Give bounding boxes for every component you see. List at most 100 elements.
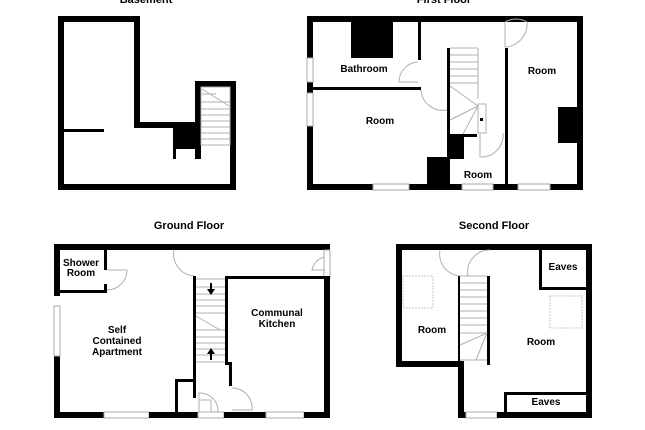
room-label-apartment: Self xyxy=(108,325,127,336)
wall xyxy=(224,412,266,418)
room-label-room: Room xyxy=(366,116,394,127)
room-label-apartment: Contained xyxy=(93,336,142,347)
ground-floor-stairs xyxy=(195,278,225,363)
room-label-room: Room xyxy=(527,337,555,348)
room-label-eaves: Eaves xyxy=(549,262,578,273)
wall-block xyxy=(447,136,464,159)
window xyxy=(306,92,314,127)
wall xyxy=(58,16,140,22)
wall xyxy=(149,412,198,418)
skylight xyxy=(402,275,434,309)
wall xyxy=(505,48,508,186)
first-floor-stairs xyxy=(449,47,487,135)
door-swing xyxy=(198,392,219,413)
wall xyxy=(396,361,464,367)
wall xyxy=(504,392,507,412)
wall xyxy=(497,412,592,418)
wall xyxy=(54,356,60,418)
ground-floor-title: Ground Floor xyxy=(154,220,225,232)
room-label-kitchen: Kitchen xyxy=(259,319,296,330)
wall xyxy=(447,134,477,137)
window xyxy=(465,411,498,419)
basement-stairs xyxy=(200,86,231,146)
wall xyxy=(60,290,107,293)
second-floor-stairs xyxy=(459,275,488,361)
door-swing xyxy=(231,387,253,411)
wall xyxy=(304,412,330,418)
chimney-block xyxy=(173,126,199,149)
room-label-room: Room xyxy=(464,170,492,181)
wall xyxy=(58,16,64,190)
chimney-block xyxy=(351,22,393,58)
wall xyxy=(307,126,313,190)
wall xyxy=(577,16,583,190)
room-label-eaves: Eaves xyxy=(532,397,561,408)
arrow-up-icon xyxy=(207,348,215,360)
door-swing xyxy=(420,89,448,111)
wall xyxy=(225,276,228,364)
wall xyxy=(175,379,196,382)
wall xyxy=(58,184,236,190)
wall xyxy=(225,362,232,365)
wall xyxy=(229,362,232,386)
wall xyxy=(225,276,330,279)
wall xyxy=(104,250,107,270)
wall xyxy=(175,379,178,415)
wall xyxy=(539,250,542,290)
wall xyxy=(396,244,592,250)
wall xyxy=(458,412,466,418)
door-swing xyxy=(106,269,128,291)
window xyxy=(53,305,61,357)
door-swing xyxy=(467,249,491,277)
skylight xyxy=(549,295,583,329)
window xyxy=(461,183,494,191)
wall xyxy=(104,284,107,293)
wall xyxy=(487,276,490,365)
room-label-bathroom: Bathroom xyxy=(340,64,387,75)
wall xyxy=(54,412,104,418)
room-label-room: Room xyxy=(418,325,446,336)
room-label-shower: Shower xyxy=(63,258,99,269)
wall xyxy=(173,146,176,159)
window xyxy=(103,411,150,419)
wall xyxy=(313,87,421,90)
wall xyxy=(458,361,464,418)
wall xyxy=(64,129,104,132)
door-swing xyxy=(479,132,504,158)
wall xyxy=(195,81,236,87)
window xyxy=(372,183,410,191)
room-label-apartment: Apartment xyxy=(92,347,143,358)
basement-title: Basement xyxy=(120,0,173,6)
first-floor-title: First Floor xyxy=(417,0,472,6)
chimney-block xyxy=(558,107,577,143)
wall xyxy=(447,48,450,136)
wall xyxy=(307,16,313,58)
second-floor-plan: Second Floor xyxy=(396,220,592,419)
wall xyxy=(54,244,60,296)
wall xyxy=(586,244,592,418)
room-label-room: Room xyxy=(528,66,556,77)
first-floor-plan: First Floor xyxy=(306,0,583,191)
wall xyxy=(324,278,330,418)
wall xyxy=(504,392,586,395)
door-swing xyxy=(173,249,195,277)
door-swing xyxy=(398,61,419,83)
window xyxy=(517,183,551,191)
basement-plan: Basement xyxy=(58,0,236,190)
window xyxy=(306,57,314,83)
wall xyxy=(396,244,402,366)
window xyxy=(265,411,305,419)
wall xyxy=(230,81,236,190)
wall xyxy=(307,16,583,22)
wall xyxy=(539,287,586,290)
wall xyxy=(134,16,140,128)
ground-floor-plan: Ground Floor xyxy=(53,220,331,419)
door-swing xyxy=(439,249,462,277)
room-label-kitchen: Communal xyxy=(251,308,303,319)
second-floor-title: Second Floor xyxy=(459,220,530,232)
room-label-shower: Room xyxy=(67,268,95,279)
wall xyxy=(195,81,201,159)
door-threshold xyxy=(197,411,225,419)
wall xyxy=(458,276,460,365)
